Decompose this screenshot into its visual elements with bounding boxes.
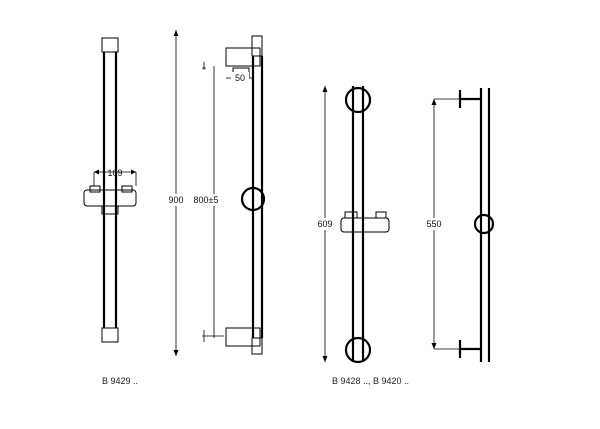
- dimension-overall-length-900: 900: [167, 30, 187, 356]
- dimension-bracket-offset: 50: [235, 73, 245, 83]
- rail-side-view-b9429: 50 800±5: [190, 35, 266, 355]
- bottom-mount-marker: [202, 330, 224, 342]
- label-knockout: [190, 194, 226, 206]
- label-knockout: [167, 194, 187, 206]
- arrowhead-up: [173, 30, 179, 36]
- model-caption-b9429: B 9429 ..: [102, 376, 138, 386]
- rail-front-view-b9428: 609: [314, 86, 390, 364]
- label-knockout: [314, 218, 336, 230]
- slider-knob: [473, 213, 495, 235]
- dimension-mount-spacing: 550: [426, 219, 441, 229]
- top-mount-marker: [202, 62, 206, 70]
- holder-cap-left: [89, 185, 101, 193]
- arrowhead-right: [131, 169, 136, 175]
- dimension-holder-width: 109: [107, 168, 122, 178]
- bottom-wall-bracket: [225, 327, 261, 347]
- dimension-overall-length: 609: [317, 219, 332, 229]
- shower-holder-slider: [340, 211, 390, 233]
- holder-cap-left: [344, 211, 358, 219]
- model-caption-b9428-b9420: B 9428 .., B 9420 ..: [332, 376, 409, 386]
- arrowhead-down: [173, 350, 179, 356]
- holder-cap-right: [121, 185, 133, 193]
- arrowhead-up: [322, 86, 328, 92]
- label-knockout: [422, 218, 446, 230]
- holder-clamp: [101, 205, 119, 215]
- arrowhead-left: [94, 169, 99, 175]
- rail-front-view-b9429: 109: [83, 37, 137, 343]
- arrowhead-down: [431, 343, 437, 349]
- rail-top-cap: [101, 37, 119, 53]
- holder-body: [340, 217, 390, 233]
- rail-top-end: [251, 35, 263, 57]
- shower-holder-slider: [83, 185, 137, 215]
- top-wall-bracket: [225, 47, 261, 67]
- slider-knob: [240, 186, 266, 212]
- holder-cap-right: [375, 211, 387, 219]
- dimension-overall-length: 900: [168, 195, 183, 205]
- bottom-wall-disc: [344, 336, 372, 364]
- rail-side-view-b9428: 550: [422, 88, 495, 362]
- arrowhead-down: [322, 356, 328, 362]
- label-knockout: [231, 72, 249, 82]
- top-wall-disc: [344, 86, 372, 114]
- dimension-mount-spacing: 800±5: [194, 195, 219, 205]
- arrowhead-up: [431, 99, 437, 105]
- rail-bottom-cap: [101, 327, 119, 343]
